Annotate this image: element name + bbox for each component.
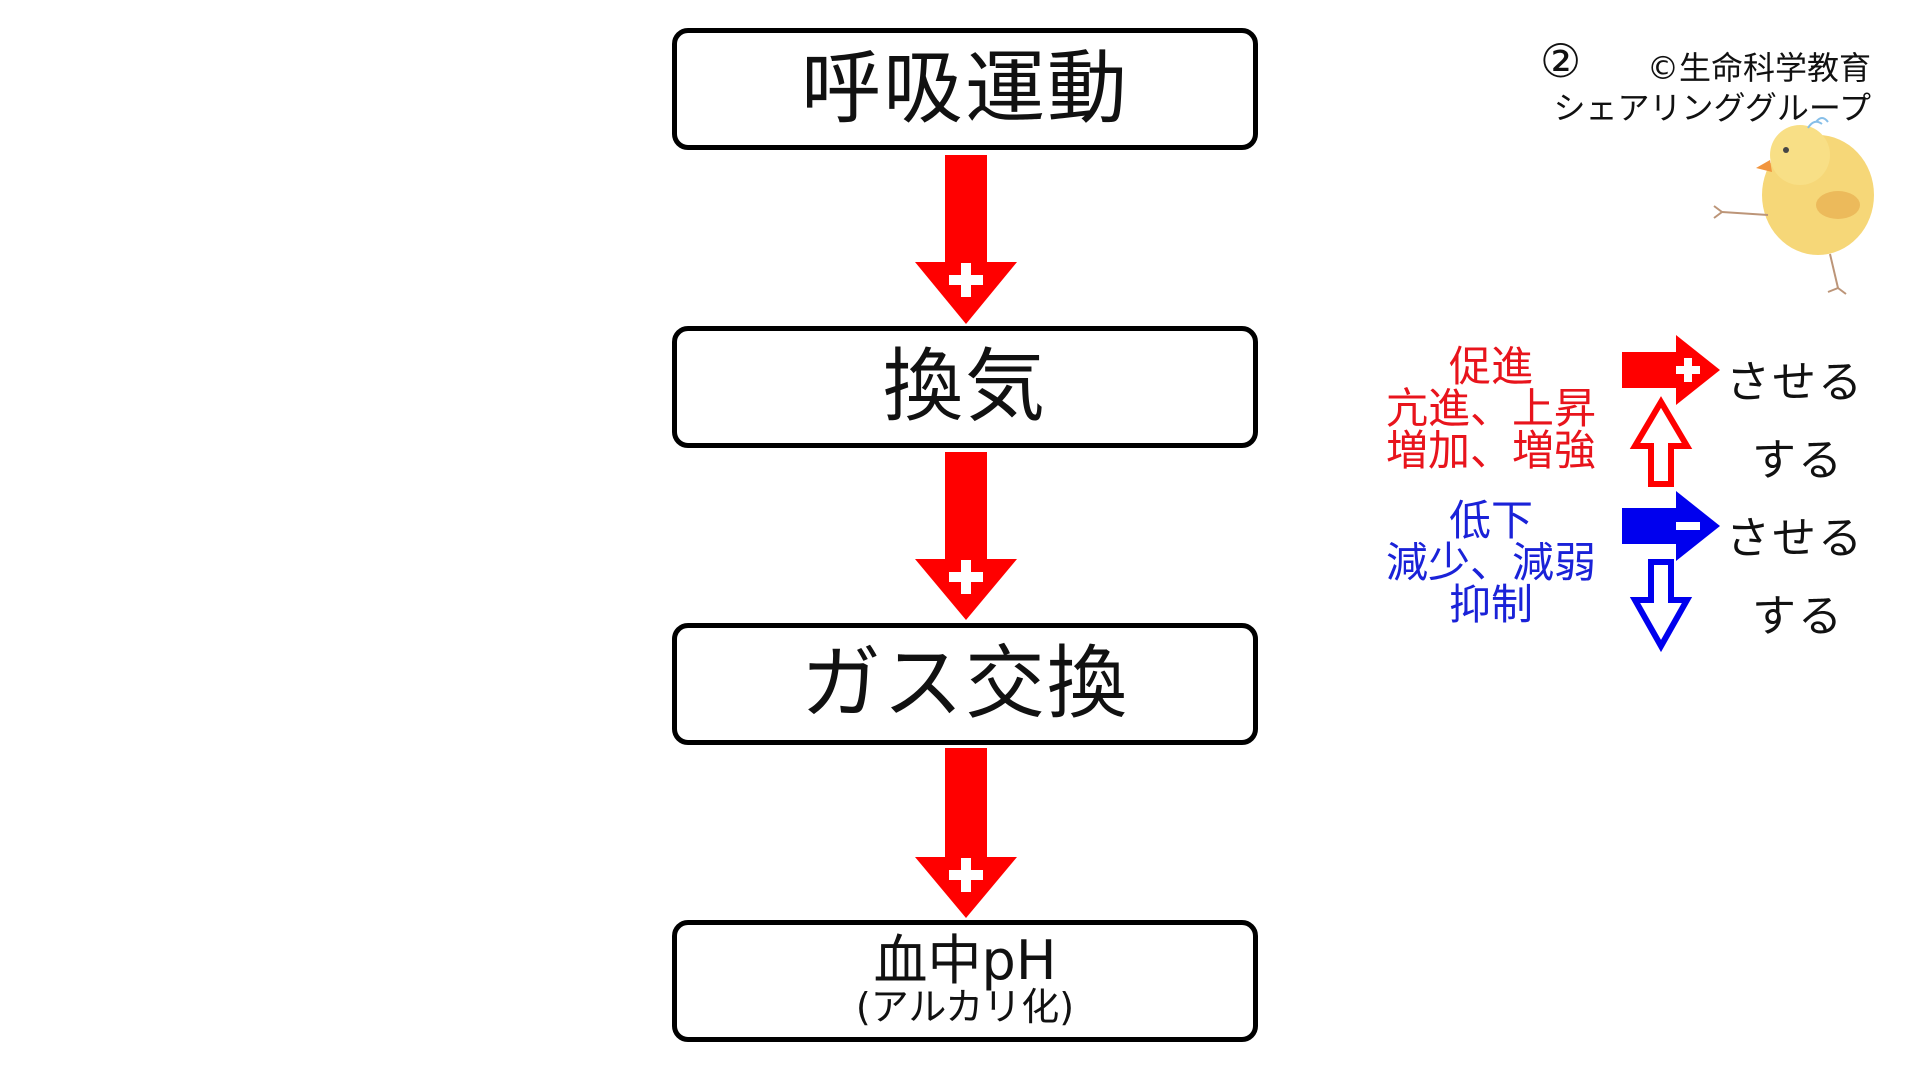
legend-word: 促進 <box>1448 342 1533 391</box>
node-subtitle: (アルカリ化) <box>855 985 1075 1030</box>
legend-blue-right-arrow-icon <box>1622 491 1720 561</box>
legend-word: 亢進、上昇 <box>1385 384 1596 433</box>
legend-word: 低下 <box>1448 496 1533 545</box>
legend-increase-words: 促進 亢進、上昇 増加、増強 <box>1376 346 1606 472</box>
node-respiratory-movement: 呼吸運動 <box>672 28 1258 150</box>
credit-line1: ©生命科学教育 <box>1646 49 1871 87</box>
node-ventilation: 換気 <box>672 326 1258 448</box>
legend-decrease-causative: させる <box>1726 513 1864 564</box>
legend-word: 抑制 <box>1448 580 1533 629</box>
slide-number-badge: ② <box>1540 34 1582 88</box>
legend-blue-down-arrow-icon <box>1629 559 1693 653</box>
edge-arrow-1 <box>915 155 1017 324</box>
legend-word: 増加、増強 <box>1385 426 1596 475</box>
node-title: ガス交換 <box>801 637 1129 730</box>
legend-decrease-intransitive: する <box>1752 591 1844 642</box>
node-gas-exchange: ガス交換 <box>672 623 1258 745</box>
legend-word: 減少、減弱 <box>1385 538 1596 587</box>
credit: ©生命科学教育 シェアリンググループ <box>1554 48 1871 128</box>
legend-increase-causative: させる <box>1726 357 1864 408</box>
legend-red-up-arrow-icon <box>1629 396 1693 487</box>
legend-red-right-arrow-icon <box>1622 335 1720 405</box>
legend-decrease-words: 低下 減少、減弱 抑制 <box>1376 500 1606 626</box>
legend-increase-intransitive: する <box>1752 435 1844 486</box>
edge-arrow-3 <box>915 748 1017 918</box>
node-title: 呼吸運動 <box>801 42 1129 135</box>
node-title: 血中pH <box>873 929 1057 993</box>
node-title: 換気 <box>883 340 1047 433</box>
node-blood-ph: 血中pH (アルカリ化) <box>672 920 1258 1042</box>
edge-arrow-2 <box>915 452 1017 620</box>
